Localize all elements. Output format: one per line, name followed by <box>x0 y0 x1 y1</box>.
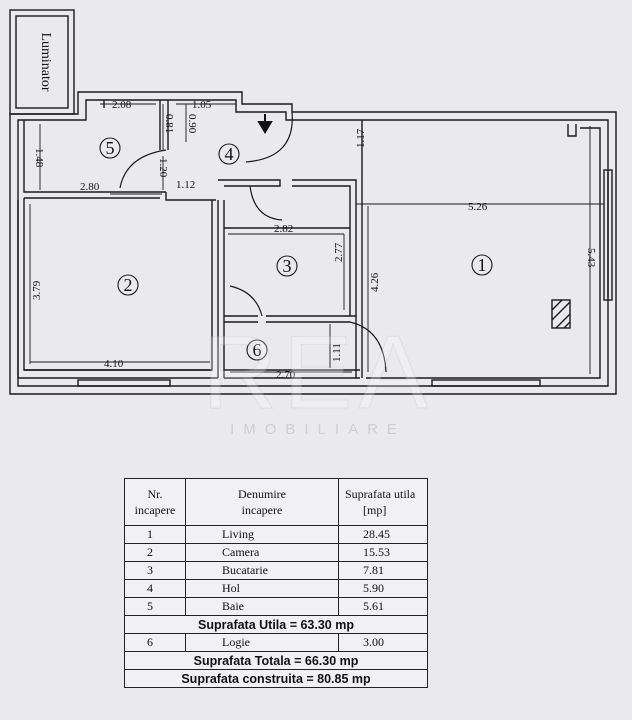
room-number-3: 3 <box>283 256 292 276</box>
dim-label: 5.26 <box>468 201 488 213</box>
dim-label: 0.81 <box>163 114 175 133</box>
dim-label: 2.80 <box>80 181 100 193</box>
header-nr: Nr. incapere <box>124 478 186 526</box>
table-row: 5 Baie 5.61 <box>124 597 428 616</box>
dim-label: 1.12 <box>176 179 195 191</box>
entrance-arrow-icon <box>257 114 273 134</box>
dim-label: 5.43 <box>585 248 597 268</box>
dim-label: 1.11 <box>331 343 343 362</box>
room-number-5: 5 <box>106 138 115 158</box>
room-number-2: 2 <box>124 275 133 295</box>
total-construita-row: Suprafata construita = 80.85 mp <box>124 669 428 688</box>
dim-label: 1.48 <box>33 148 45 168</box>
table-row: 6 Logie 3.00 <box>124 633 428 652</box>
total-totala-row: Suprafata Totala = 66.30 mp <box>124 651 428 670</box>
dim-label: 2.82 <box>274 223 293 235</box>
dim-label: 0.90 <box>186 114 198 134</box>
room-number-6: 6 <box>253 340 262 360</box>
kitchen-wall <box>217 179 357 378</box>
header-area: Suprafata utila [mp] <box>338 478 428 526</box>
room-number-4: 4 <box>225 144 234 164</box>
watermark-logo: REA IMOBILIARE <box>201 314 434 438</box>
dim-label: 2.70 <box>276 369 296 381</box>
rooms-table: Nr. incapere Denumire incapere Suprafata… <box>124 478 428 688</box>
dim-label: 4.10 <box>104 358 124 370</box>
luminator-label: Luminator <box>38 32 53 91</box>
dim-label: 1.17 <box>355 128 367 148</box>
dim-label: 2.77 <box>333 242 345 262</box>
header-name: Denumire incapere <box>185 478 339 526</box>
floor-plan: 5 4 2 3 1 6 Luminator 2.08 1.05 0.81 0.9… <box>9 9 617 438</box>
table-row: 3 Bucatarie 7.81 <box>124 561 428 580</box>
total-utila-row: Suprafata Utila = 63.30 mp <box>124 615 428 634</box>
table-row: 4 Hol 5.90 <box>124 579 428 598</box>
svg-text:IMOBILIARE: IMOBILIARE <box>230 421 406 438</box>
svg-text:REA: REA <box>202 315 434 431</box>
room-number-1: 1 <box>478 255 487 275</box>
dim-label: 3.79 <box>31 280 43 300</box>
table-row: 2 Camera 15.53 <box>124 543 428 562</box>
dim-label: 2.08 <box>112 99 132 111</box>
dim-label: 1.05 <box>192 99 212 111</box>
outer-wall <box>9 91 617 395</box>
dim-label: 4.26 <box>369 272 381 292</box>
table-row: 1 Living 28.45 <box>124 525 428 544</box>
dim-label: 1.20 <box>157 158 169 178</box>
